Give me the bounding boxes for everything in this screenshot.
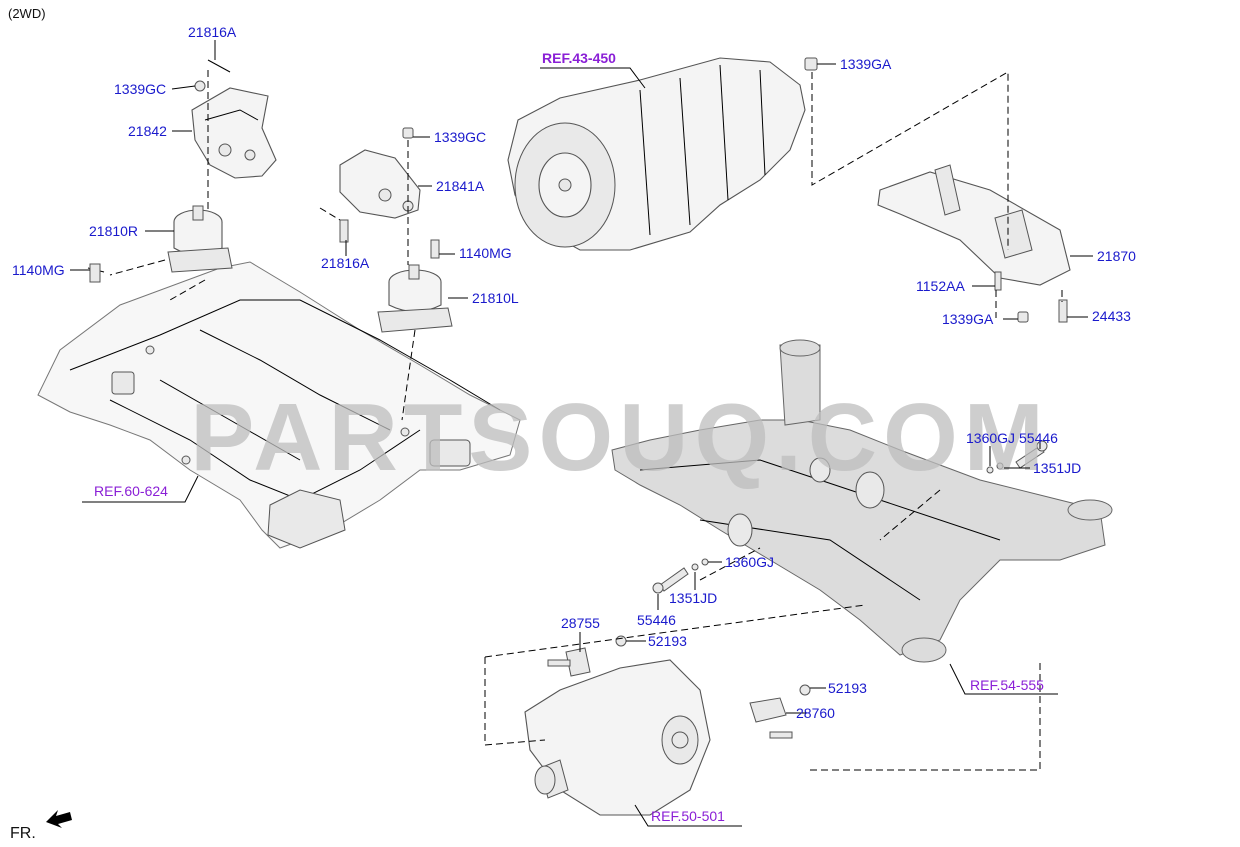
variant-label: (2WD) <box>8 6 46 21</box>
label-21810R[interactable]: 21810R <box>89 223 138 239</box>
label-52193-left[interactable]: 52193 <box>648 633 687 649</box>
mount-bracket-21841A-drawing <box>339 127 421 243</box>
direction-label: FR. <box>10 825 36 842</box>
label-55446-right[interactable]: 55446 <box>1019 430 1058 446</box>
label-21816A-mid[interactable]: 21816A <box>321 255 370 271</box>
label-1140MG-mid[interactable]: 1140MG <box>459 245 512 261</box>
ref-50-501[interactable]: REF.50-501 <box>651 808 725 824</box>
ref-60-624[interactable]: REF.60-624 <box>94 483 168 499</box>
mount-bracket-21842-drawing <box>191 59 277 179</box>
label-1360GJ-right[interactable]: 1360GJ <box>966 430 1015 446</box>
watermark: PARTSOUQ.COM <box>190 384 1050 491</box>
label-1339GC-mid[interactable]: 1339GC <box>434 129 486 145</box>
label-1339GA-bot[interactable]: 1339GA <box>942 311 994 327</box>
label-1351JD-left[interactable]: 1351JD <box>669 590 717 606</box>
label-21841A[interactable]: 21841A <box>436 178 485 194</box>
label-1339GA-top[interactable]: 1339GA <box>840 56 892 72</box>
label-1351JD-right[interactable]: 1351JD <box>1033 460 1081 476</box>
label-21870[interactable]: 21870 <box>1097 248 1136 264</box>
engine-mount-21810R-drawing <box>87 205 233 283</box>
front-subframe-drawing <box>37 261 521 549</box>
transmission-mount-21870-drawing <box>877 164 1071 323</box>
label-1152AA[interactable]: 1152AA <box>916 278 965 294</box>
dashed-guide-lines <box>109 70 1063 771</box>
engine-mount-21810L-drawing <box>377 239 453 333</box>
differential-drawing <box>524 635 811 816</box>
label-21816A-top[interactable]: 21816A <box>188 24 237 40</box>
label-1140MG-left[interactable]: 1140MG <box>12 262 65 278</box>
label-28760[interactable]: 28760 <box>796 705 835 721</box>
rear-subframe-drawing <box>611 339 1113 663</box>
label-52193-right[interactable]: 52193 <box>828 680 867 696</box>
ref-43-450[interactable]: REF.43-450 <box>542 50 616 66</box>
label-1339GC-left[interactable]: 1339GC <box>114 81 166 97</box>
ref-54-555[interactable]: REF.54-555 <box>970 677 1044 693</box>
front-arrow-icon <box>46 810 72 828</box>
label-28755[interactable]: 28755 <box>561 615 600 631</box>
label-21810L[interactable]: 21810L <box>472 290 519 306</box>
label-55446-left[interactable]: 55446 <box>637 612 676 628</box>
label-24433[interactable]: 24433 <box>1092 308 1131 324</box>
leader-lines <box>70 40 1093 827</box>
transmission-drawing <box>507 57 818 251</box>
label-21842[interactable]: 21842 <box>128 123 167 139</box>
label-1360GJ-left[interactable]: 1360GJ <box>725 554 774 570</box>
